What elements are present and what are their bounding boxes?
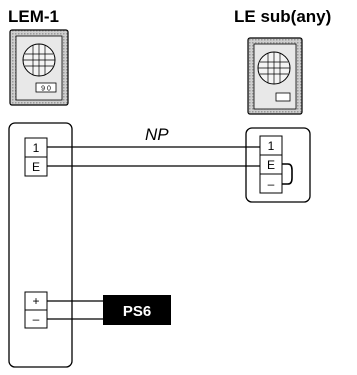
intercom-master-unit-icon: 9 0: [9, 29, 69, 106]
sub-terminal-block: 1 E –: [259, 135, 293, 194]
sub-terminal-e: E: [267, 158, 275, 172]
sub-terminal-minus: –: [268, 177, 275, 191]
master-terminal-enclosure: [8, 122, 73, 368]
power-supply-box: PS6: [103, 295, 171, 325]
np-wires: [47, 146, 260, 167]
master-display-text: 9 0: [41, 86, 51, 93]
master-terminal-1: 1: [33, 141, 40, 155]
jumper-wire: [282, 163, 293, 185]
sub-station-label: LE sub(any): [234, 7, 331, 26]
wire-type-label: NP: [145, 125, 169, 144]
power-supply-label: PS6: [123, 303, 151, 320]
master-power-terminals: + –: [24, 291, 48, 329]
sub-terminal-1: 1: [268, 139, 275, 153]
sub-terminal-enclosure: [245, 127, 311, 203]
power-wires: [47, 300, 103, 320]
master-terminal-minus: –: [33, 312, 40, 326]
master-terminal-e: E: [32, 160, 40, 174]
master-terminal-1-3: 1 E: [24, 137, 48, 177]
master-unit-label: LEM-1: [8, 7, 59, 26]
master-terminal-plus: +: [32, 294, 39, 308]
intercom-sub-station-icon: [247, 37, 303, 115]
